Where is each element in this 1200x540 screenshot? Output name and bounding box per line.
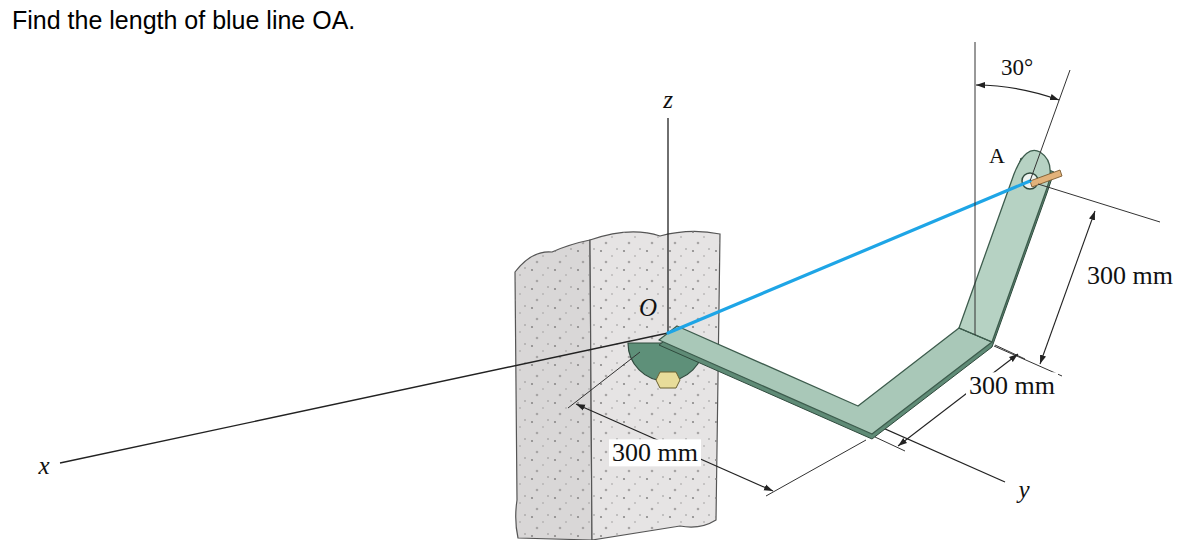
- wall-face: [515, 240, 592, 540]
- point-label: O: [639, 295, 657, 321]
- angle-arc: [976, 85, 1059, 100]
- z-axis: [667, 118, 668, 333]
- pin: [1030, 170, 1062, 187]
- x-axis: [60, 333, 668, 463]
- point-label: A: [986, 144, 1008, 167]
- axis-label: z: [663, 87, 673, 113]
- wall-texture: [590, 231, 720, 540]
- dimension-line: [898, 354, 1018, 446]
- axis-label: x: [38, 453, 49, 479]
- wall-texture: [515, 240, 592, 540]
- reference-line: [975, 42, 976, 335]
- extension-line: [995, 345, 1025, 359]
- problem-title: Find the length of blue line OA.: [12, 6, 355, 35]
- extension-line: [766, 440, 866, 496]
- bolt: [656, 372, 680, 388]
- dimension-label: 300 mm: [1084, 262, 1176, 289]
- cable-oa: [668, 181, 1030, 333]
- angle-label: 30°: [998, 56, 1036, 80]
- wall-face: [590, 231, 720, 540]
- bracket-arm: [659, 326, 992, 434]
- axis-label: y: [1018, 477, 1029, 503]
- dimension-label: 300 mm: [609, 439, 701, 466]
- dimension-line: [576, 404, 773, 491]
- extension-line: [568, 352, 640, 408]
- extension-line: [1038, 184, 1160, 222]
- reference-line: [1030, 70, 1070, 181]
- dimension-label: 300 mm: [966, 372, 1058, 399]
